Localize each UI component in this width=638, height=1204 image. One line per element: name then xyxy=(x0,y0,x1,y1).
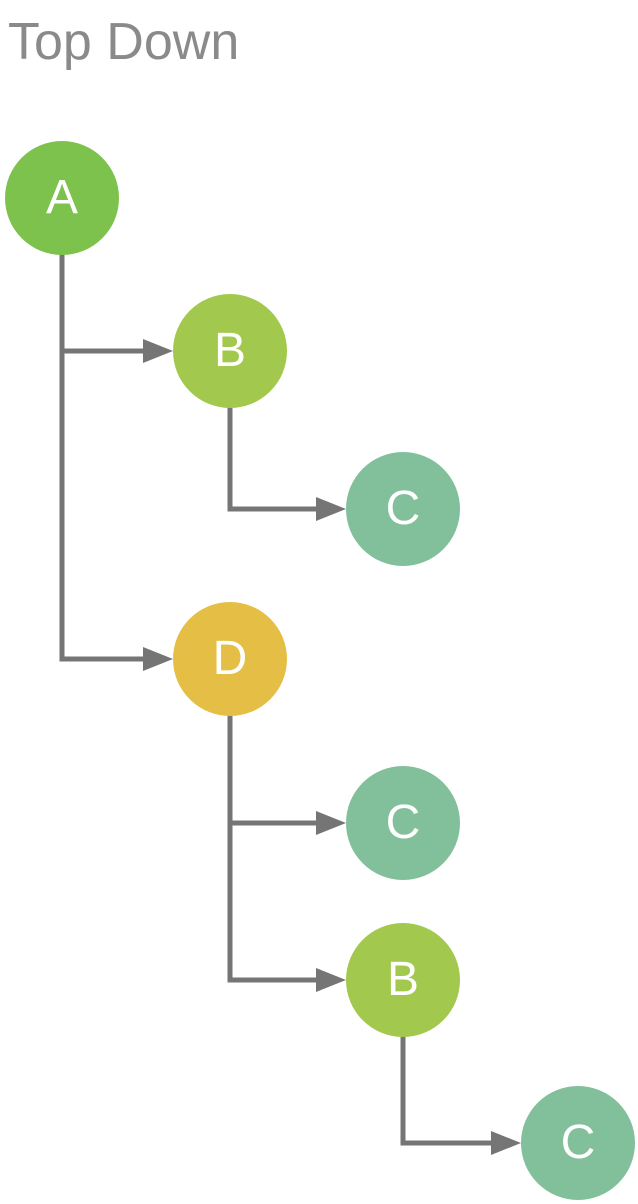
arrowhead-B2-C3 xyxy=(491,1131,521,1155)
edge-D1-B2 xyxy=(227,714,320,983)
tree-node-B1[interactable]: B xyxy=(173,294,287,408)
tree-node-B2[interactable]: B xyxy=(346,923,460,1037)
tree-node-label: B xyxy=(213,324,246,377)
tree-node-C1[interactable]: C xyxy=(346,452,460,566)
arrowhead-A-B1 xyxy=(143,339,173,363)
arrowhead-D1-B2 xyxy=(316,968,346,992)
tree-node-label: D xyxy=(212,632,248,685)
tree-node-C2[interactable]: C xyxy=(346,766,460,880)
tree-node-label: B xyxy=(386,953,419,1006)
arrowhead-D1-C2 xyxy=(316,811,346,835)
edge-A-D1 xyxy=(59,253,147,662)
edge-D1-C2 xyxy=(227,714,320,826)
arrowhead-A-D1 xyxy=(143,647,173,671)
tree-node-label: C xyxy=(385,796,421,849)
tree-node-label: C xyxy=(560,1116,596,1169)
tree-node-C3[interactable]: C xyxy=(521,1086,635,1200)
edge-B1-C1 xyxy=(227,406,320,512)
tree-node-A[interactable]: A xyxy=(5,141,119,255)
tree-node-label: A xyxy=(45,171,78,224)
tree-node-D1[interactable]: D xyxy=(173,602,287,716)
page-title: Top Down xyxy=(8,13,240,71)
tree-node-label: C xyxy=(385,482,421,535)
edge-A-B1 xyxy=(59,253,147,354)
arrowhead-B1-C1 xyxy=(316,497,346,521)
edge-B2-C3 xyxy=(400,1035,495,1146)
